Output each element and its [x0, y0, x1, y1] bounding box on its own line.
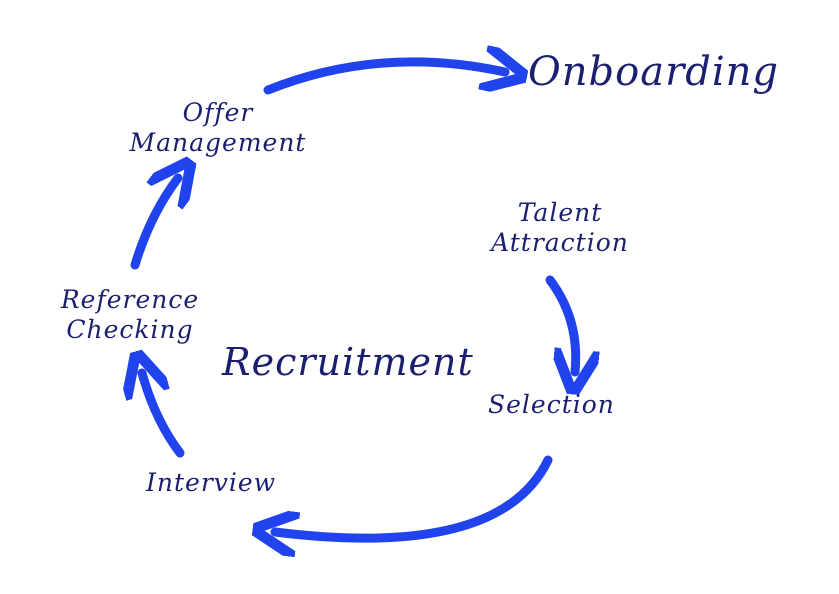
onboarding-label: Onboarding: [528, 49, 779, 95]
offer-management-label: Offer Management: [108, 98, 328, 158]
offer-line2: Management: [129, 128, 307, 157]
talent-line1: Talent: [517, 198, 603, 227]
talent-line2: Attraction: [491, 228, 629, 257]
selection-label: Selection: [488, 390, 615, 419]
arrow-selection-to-interview: [275, 455, 553, 538]
reference-line2: Checking: [66, 315, 194, 344]
arrow-offer-to-onboarding: [263, 62, 505, 95]
recruitment-title: Recruitment: [222, 340, 474, 384]
interview-label: Interview: [146, 468, 277, 497]
reference-line1: Reference: [60, 285, 200, 314]
arrow-talent-to-selection: [545, 275, 576, 372]
arrow-reference-to-offer: [130, 178, 178, 270]
offer-line1: Offer: [182, 98, 254, 127]
talent-attraction-label: Talent Attraction: [460, 198, 660, 258]
arrow-interview-to-reference: [142, 373, 185, 458]
reference-checking-label: Reference Checking: [40, 285, 220, 345]
